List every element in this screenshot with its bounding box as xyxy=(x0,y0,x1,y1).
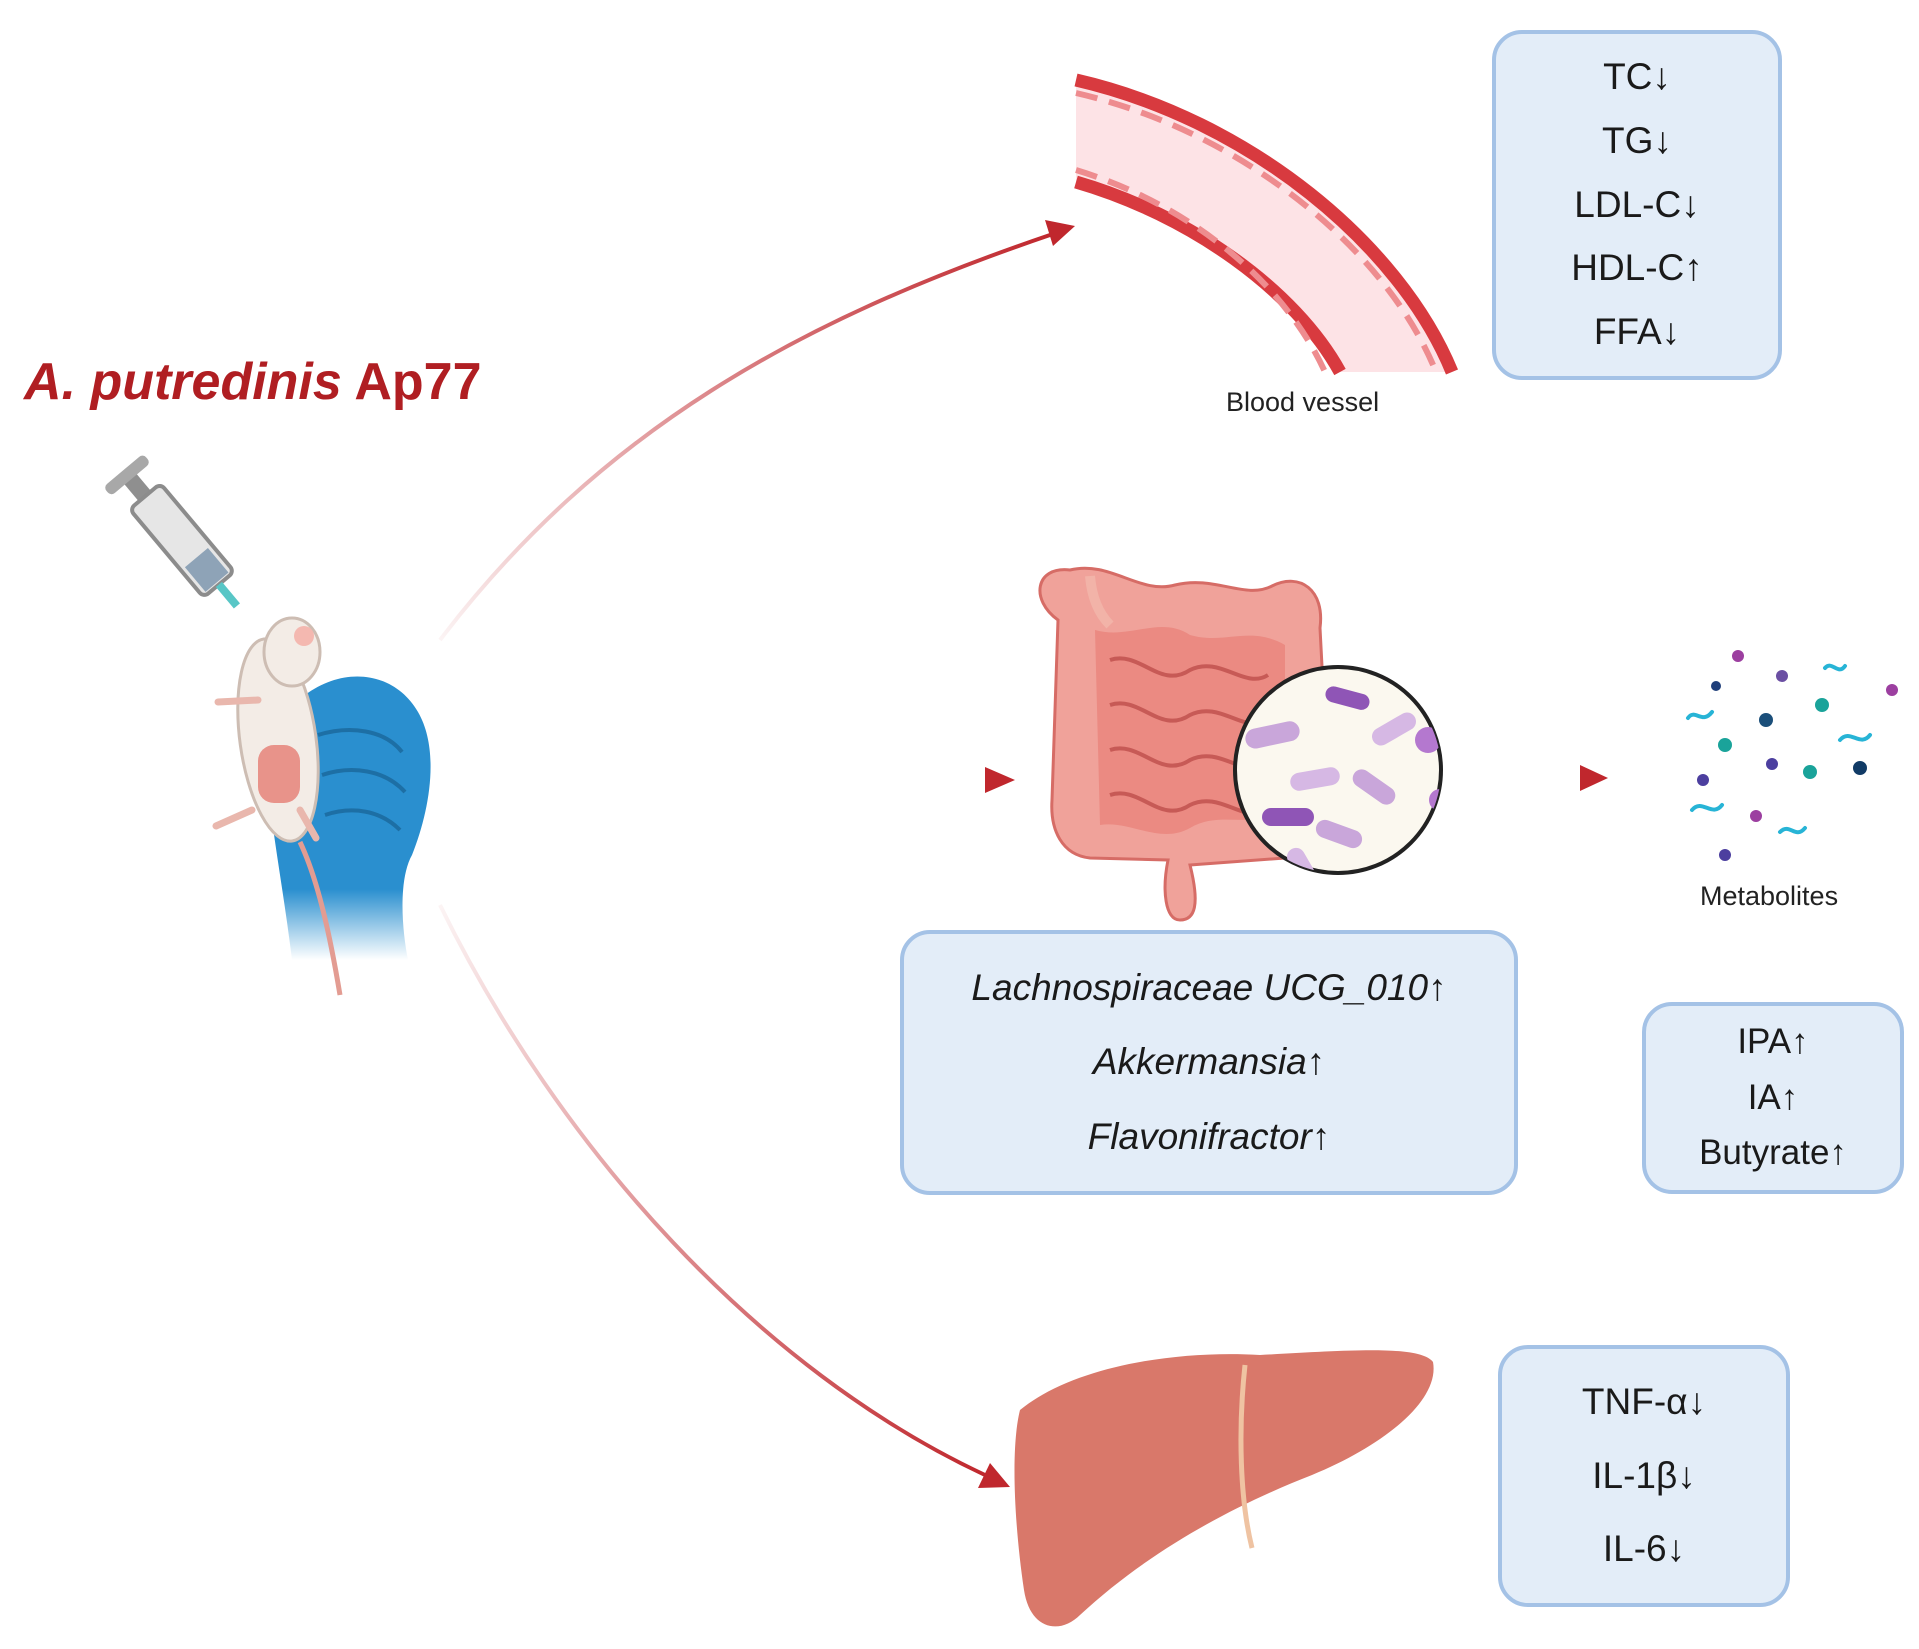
microbiota-lens-icon xyxy=(1233,665,1443,875)
mouse-icon xyxy=(212,616,343,996)
box-row: TG↓ xyxy=(1602,119,1672,162)
strain-title: A. putredinis Ap77 xyxy=(24,352,481,412)
blood-vessel-icon xyxy=(1074,73,1459,376)
trend-arrow: ↓ xyxy=(1687,1380,1707,1422)
trend-arrow: ↓ xyxy=(1652,56,1671,98)
marker-name: TC xyxy=(1603,56,1653,98)
arrow-to-liver xyxy=(438,904,1010,1488)
box-row: IPA↑ xyxy=(1737,1022,1809,1062)
strain-name: Ap77 xyxy=(354,353,482,411)
trend-arrow: ↑ xyxy=(1829,1133,1847,1173)
trend-arrow: ↑ xyxy=(1791,1022,1809,1062)
box-row: TNF-α↓ xyxy=(1581,1380,1707,1423)
arrow-to-metabolites xyxy=(1502,765,1608,791)
box-row: IA↑ xyxy=(1747,1077,1799,1118)
bacteria-name: Flavonifractor xyxy=(1087,1115,1312,1157)
marker-name: HDL-C xyxy=(1571,247,1685,289)
box-row: FFA↓ xyxy=(1593,311,1681,353)
trend-arrow: ↑ xyxy=(1684,247,1703,289)
box-row: TC↓ xyxy=(1603,56,1671,98)
cytokine-levels-box: TNF-α↓ IL-1β↓ IL-6↓ xyxy=(1498,1345,1790,1607)
marker-name: TNF-α xyxy=(1581,1380,1688,1422)
trend-arrow: ↓ xyxy=(1677,1454,1696,1496)
trend-arrow: ↑ xyxy=(1428,966,1447,1008)
arrow-to-intestine xyxy=(440,767,1015,793)
box-row: Akkermansia↑ xyxy=(1092,1041,1326,1083)
bacteria-name: Lachnospiraceae UCG_010 xyxy=(971,966,1429,1008)
metabolite-levels-box: IPA↑ IA↑ Butyrate↑ xyxy=(1642,1002,1904,1194)
marker-name: IL-6 xyxy=(1602,1528,1667,1570)
syringe-icon xyxy=(105,455,240,609)
arrow-to-blood-vessel xyxy=(438,220,1075,642)
box-row: IL-6↓ xyxy=(1602,1528,1686,1570)
marker-name: FFA xyxy=(1593,311,1662,353)
box-row: IL-1β↓ xyxy=(1592,1454,1696,1497)
blood-vessel-caption: Blood vessel xyxy=(1226,387,1380,417)
metabolites-icon xyxy=(1686,650,1898,861)
marker-name: IA xyxy=(1747,1077,1781,1117)
box-row: HDL-C↑ xyxy=(1571,248,1703,289)
box-row: LDL-C↓ xyxy=(1574,183,1700,226)
trend-arrow: ↑ xyxy=(1780,1077,1799,1117)
box-row: Lachnospiraceae UCG_010↑ xyxy=(971,966,1447,1009)
liver-icon xyxy=(1014,1350,1434,1627)
marker-name: LDL-C xyxy=(1574,183,1682,225)
marker-name: IL-1β xyxy=(1592,1454,1678,1496)
trend-arrow: ↓ xyxy=(1666,1528,1686,1570)
trend-arrow: ↑ xyxy=(1306,1041,1326,1083)
trend-arrow: ↓ xyxy=(1661,311,1681,353)
marker-name: TG xyxy=(1602,119,1654,161)
box-row: Butyrate↑ xyxy=(1699,1134,1847,1173)
bacteria-name: Akkermansia xyxy=(1092,1041,1307,1083)
marker-name: Butyrate xyxy=(1699,1133,1830,1173)
trend-arrow: ↓ xyxy=(1681,183,1700,225)
lipid-profile-box: TC↓ TG↓ LDL-C↓ HDL-C↑ FFA↓ xyxy=(1492,30,1782,380)
marker-name: IPA xyxy=(1737,1022,1792,1062)
trend-arrow: ↑ xyxy=(1311,1115,1331,1157)
species-name: A. putredinis xyxy=(24,353,342,411)
gut-bacteria-box: Lachnospiraceae UCG_010↑ Akkermansia↑ Fl… xyxy=(900,930,1518,1195)
box-row: Flavonifractor↑ xyxy=(1087,1115,1331,1158)
trend-arrow: ↓ xyxy=(1653,119,1672,161)
metabolites-caption: Metabolites xyxy=(1700,881,1839,911)
